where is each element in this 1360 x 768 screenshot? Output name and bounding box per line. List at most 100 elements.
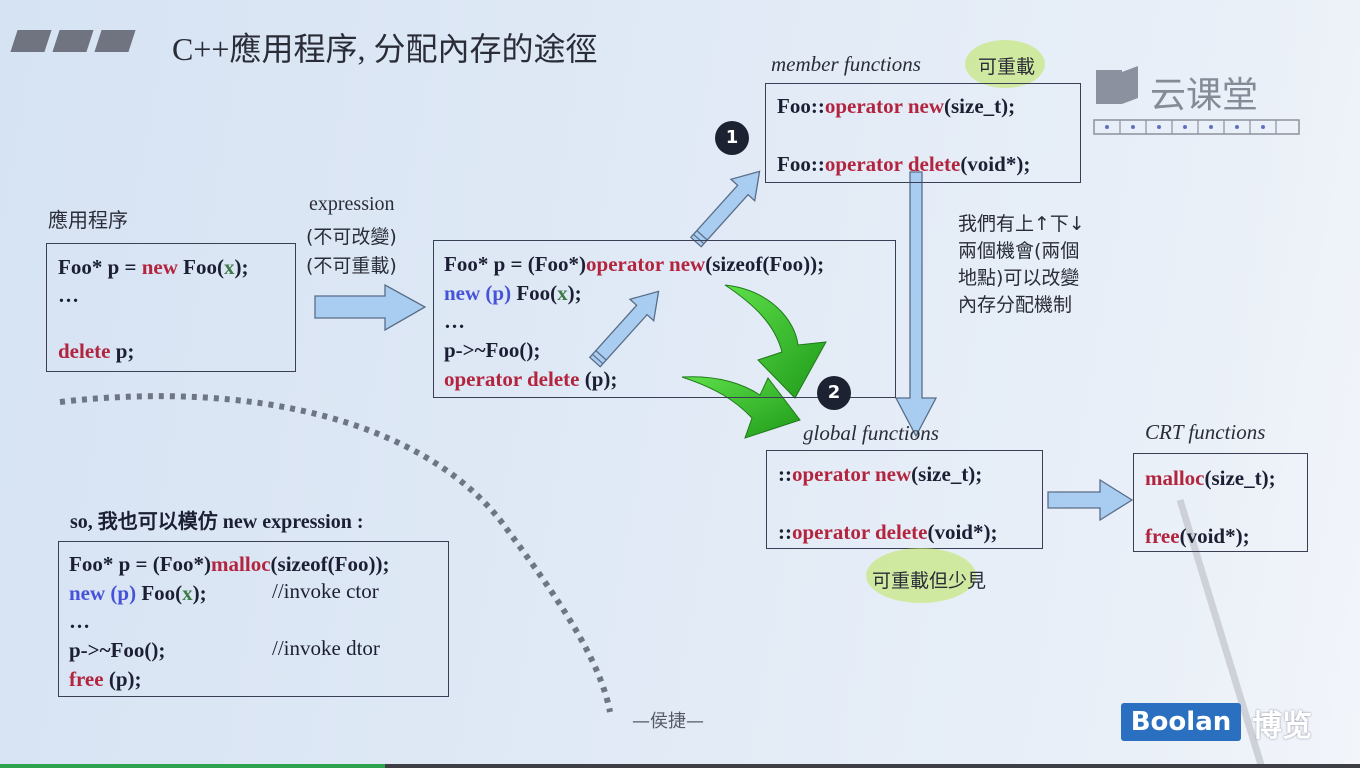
code-token: new — [141, 255, 178, 279]
code-token: malloc — [1145, 466, 1205, 490]
expression-note-immutable: (不可改變) — [306, 226, 397, 248]
diagonal-up-arrow-icon — [588, 290, 660, 368]
code-token: Foo:: — [777, 94, 825, 118]
crt-functions-box — [1133, 453, 1308, 552]
code-token: Foo( — [177, 255, 224, 279]
code-token: operator delete — [444, 366, 580, 391]
code-token: ); — [234, 255, 249, 279]
code-token: free — [69, 666, 104, 691]
expression-label: expression — [309, 193, 395, 215]
global-functions-label: global functions — [803, 421, 939, 445]
side-note-line: 地點)可以改變 — [958, 267, 1080, 289]
crt-functions-code: malloc(size_t);free(void*); — [1145, 464, 1276, 551]
green-curved-arrow-icon — [724, 284, 827, 399]
code-token: operator new — [824, 94, 944, 118]
right-arrow-icon — [1047, 478, 1134, 522]
code-token: new (p) — [444, 280, 512, 305]
app-code-box — [46, 243, 296, 372]
global-overloadable-note: 可重載但少見 — [872, 570, 987, 592]
code-token: free — [1145, 524, 1180, 548]
code-line — [58, 309, 248, 337]
code-token: ); — [567, 280, 582, 305]
code-token: (sizeof(Foo)); — [270, 552, 390, 576]
code-token: Foo* p = (Foo*) — [444, 252, 587, 276]
code-token: p->~Foo(); — [444, 338, 541, 363]
crt-functions-label: CRT functions — [1145, 420, 1266, 444]
right-arrow-icon — [314, 283, 427, 332]
code-token: operator delete — [824, 152, 961, 176]
member-overloadable-note: 可重載 — [978, 56, 1036, 78]
down-arrow-icon — [894, 171, 938, 438]
code-token: p; — [110, 339, 135, 363]
code-token: new (p) — [69, 580, 137, 605]
boolan-logo-cn: 博览 — [1252, 709, 1312, 744]
code-token: (p); — [579, 366, 618, 391]
highlight-mark — [866, 548, 976, 603]
app-code: Foo* p = new Foo(x);…delete p; — [58, 253, 248, 365]
side-note-line: 兩個機會(兩個 — [958, 240, 1080, 262]
side-note-line: 內存分配機制 — [958, 294, 1073, 316]
highlight-mark — [965, 40, 1045, 88]
member-functions-code: Foo::operator new(size_t);Foo::operator … — [777, 92, 1030, 179]
author-credit: —侯捷— — [632, 711, 704, 732]
code-line: delete p; — [58, 337, 248, 365]
code-line: p->~Foo(); — [69, 636, 389, 665]
code-line: … — [444, 307, 824, 336]
code-token: (size_t); — [1204, 466, 1276, 490]
code-token: p->~Foo(); — [69, 638, 166, 663]
code-line — [777, 121, 1030, 150]
code-line: Foo* p = (Foo*)malloc(sizeof(Foo)); — [69, 550, 389, 579]
mimic-code: Foo* p = (Foo*)malloc(sizeof(Foo));new (… — [69, 550, 389, 693]
marker-2: 2 — [817, 376, 851, 410]
boolan-logo: Boolan — [1121, 703, 1241, 741]
code-token: (size_t); — [944, 94, 1016, 118]
yunketang-logo-icon — [1093, 66, 1300, 135]
code-token: operator delete — [792, 520, 928, 544]
code-line: … — [58, 281, 248, 309]
code-token: (sizeof(Foo)); — [705, 252, 825, 276]
code-token: Foo( — [511, 280, 558, 305]
marker-1: 1 — [715, 121, 749, 155]
code-token: (p); — [103, 666, 142, 691]
code-token: (size_t); — [911, 462, 983, 486]
side-note-line: 我們有上↑下↓ — [958, 213, 1085, 235]
code-line: Foo::operator new(size_t); — [777, 92, 1030, 121]
dotted-divider-curve — [59, 393, 613, 713]
side-note: 我們有上↑下↓ 兩個機會(兩個 地點)可以改變 內存分配機制 — [958, 211, 1085, 319]
expansion-code: Foo* p = (Foo*)operator new(sizeof(Foo))… — [444, 250, 824, 393]
diagonal-up-arrow-icon — [689, 170, 761, 248]
member-functions-label: member functions — [771, 52, 921, 76]
pointer-stick — [1176, 498, 1266, 768]
video-progress-fill — [0, 764, 385, 768]
code-token: Foo* p = — [58, 255, 142, 279]
member-functions-box — [765, 83, 1081, 183]
code-token: operator new — [792, 462, 912, 486]
code-line: operator delete (p); — [444, 365, 824, 394]
code-token: :: — [778, 462, 792, 486]
code-line: … — [69, 607, 389, 636]
mimic-label: so, 我也可以模仿 new expression : — [70, 511, 364, 533]
code-token: … — [69, 609, 90, 634]
expression-note-not-overloadable: (不可重載) — [306, 255, 397, 277]
yunketang-logo-text: 云课堂 — [1150, 75, 1259, 116]
code-token: (void*); — [1179, 524, 1250, 548]
code-token: (void*); — [927, 520, 998, 544]
code-token: (void*); — [960, 152, 1031, 176]
code-token: malloc — [211, 552, 271, 576]
slide-title: C++應用程序, 分配內存的途徑 — [172, 31, 598, 67]
code-line — [1145, 493, 1276, 522]
code-token: Foo( — [136, 580, 183, 605]
code-line: malloc(size_t); — [1145, 464, 1276, 493]
code-line: Foo* p = (Foo*)operator new(sizeof(Foo))… — [444, 250, 824, 279]
code-token: … — [444, 309, 465, 334]
code-token: … — [58, 283, 79, 307]
code-token: :: — [778, 520, 792, 544]
code-token: ); — [192, 580, 207, 605]
code-line: Foo::operator delete(void*); — [777, 150, 1030, 179]
code-token: operator new — [586, 252, 706, 276]
video-progress-bar[interactable] — [0, 764, 1360, 768]
code-token: x — [182, 580, 193, 605]
code-line: ::operator delete(void*); — [778, 518, 997, 547]
mimic-comment-ctor: //invoke ctor — [272, 579, 379, 603]
